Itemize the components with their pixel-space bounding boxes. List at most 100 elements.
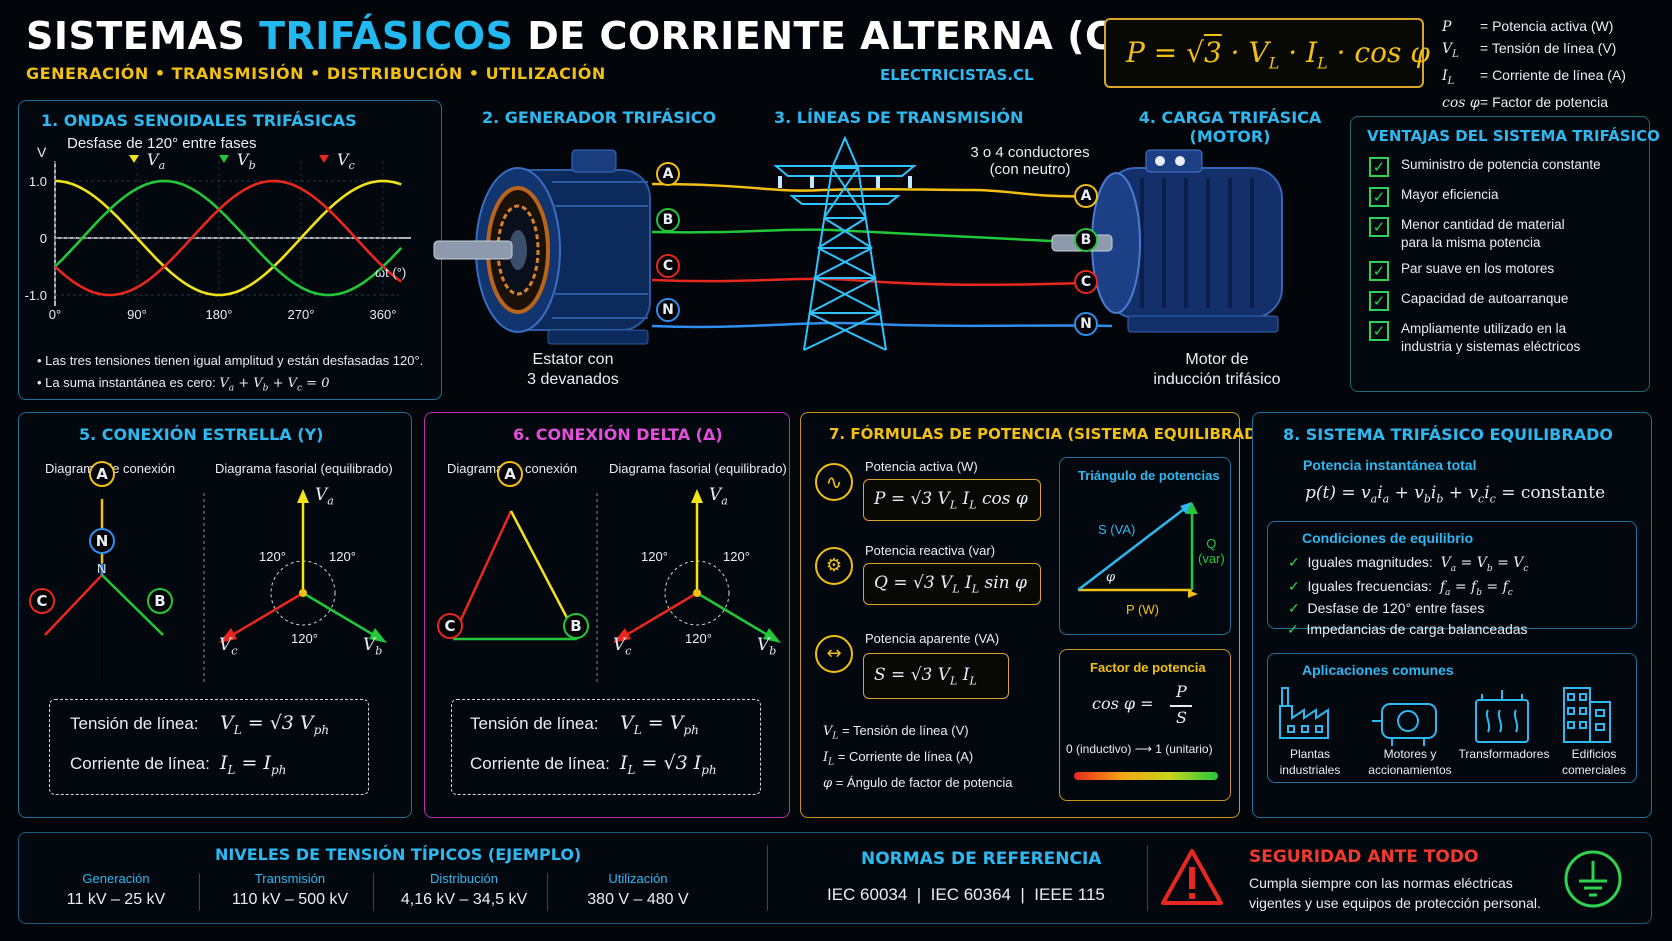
page-title: SISTEMAS TRIFÁSICOS DE CORRIENTE ALTERNA…	[26, 14, 1162, 58]
load-title: 4. CARGA TRIFÁSICA (MOTOR)	[1138, 108, 1322, 146]
power-def-1: VL = Tensión de línea (V)	[823, 723, 969, 742]
pf-formula-lhs: cos φ =	[1092, 694, 1154, 713]
legend-row: P= Potencia activa (W)	[1442, 18, 1614, 35]
conductors-note: 3 o 4 conductores (con neutro)	[970, 144, 1090, 178]
pf-fraction-bar	[1170, 705, 1192, 707]
conductor-c	[651, 277, 1113, 287]
legend-row: IL= Corriente de línea (A)	[1442, 66, 1626, 87]
delta-vc: Vc	[613, 635, 632, 658]
star-title: 5. CONEXIÓN ESTRELLA (Y)	[79, 425, 324, 444]
transmission-tower	[773, 135, 917, 351]
apparent-label: Potencia aparente (VA)	[865, 631, 1000, 646]
balanced-title: 8. SISTEMA TRIFÁSICO EQUILIBRADO	[1283, 425, 1613, 444]
condition-item: ✓ Desfase de 120° entre fases	[1288, 600, 1485, 616]
inst-formula: p(t) = vaia + vbib + vcic = constante	[1305, 483, 1606, 506]
star-il-formula: IL = Iph	[220, 752, 287, 777]
phase-marker-c: C	[656, 254, 680, 278]
triangle-title: Triángulo de potencias	[1078, 468, 1220, 483]
star-diagram	[44, 477, 387, 685]
power-def-3: φ = Ángulo de factor de potencia	[823, 775, 1013, 791]
divider	[199, 873, 200, 911]
conditions-box: Condiciones de equilibrio ✓ Iguales magn…	[1267, 521, 1637, 629]
tri-p-label: P (W)	[1126, 602, 1159, 617]
level-name: Distribución	[430, 871, 498, 886]
conductor-a	[651, 182, 1112, 198]
main-formula: P = √3 · VL · IL · cos φ	[1126, 36, 1430, 73]
y-tick-label: 1.0	[29, 174, 47, 189]
star-neutral-label: N	[97, 561, 107, 576]
phase-marker-n: N	[656, 298, 680, 322]
star-vb: Vb	[363, 635, 383, 658]
condition-item: ✓ Iguales magnitudes: Va = Vb = Vc	[1288, 554, 1529, 574]
advantage-text: Mayor eficiencia	[1401, 187, 1499, 202]
reactive-power-icon: ⚙	[815, 547, 853, 585]
advantages-title: VENTAJAS DEL SISTEMA TRIFÁSICO	[1367, 127, 1660, 145]
x-tick-label: 90°	[127, 307, 147, 322]
delta-phasor-label: Diagrama fasorial (equilibrado)	[609, 461, 787, 476]
power-triangle	[1077, 502, 1198, 598]
legend-marker-vc	[319, 155, 329, 163]
advantages-panel: VENTAJAS DEL SISTEMA TRIFÁSICO ✓ Suminist…	[1350, 116, 1660, 392]
condition-item: ✓ Iguales frecuencias: fa = fb = fc	[1288, 578, 1513, 598]
waves-note-1: • Las tres tensiones tienen igual amplit…	[37, 353, 424, 368]
delta-angle-1: 120°	[641, 549, 668, 564]
legend-label-va: Va	[147, 150, 165, 172]
power-title: 7. FÓRMULAS DE POTENCIA (SISTEMA EQUILIB…	[829, 425, 1277, 443]
legend-label-vc: Vc	[337, 150, 355, 172]
app-label-transformers: Transformadores	[1458, 747, 1550, 761]
generator-title: 2. GENERADOR TRIFÁSICO	[482, 108, 717, 127]
check-icon: ✓	[1369, 217, 1389, 237]
pf-den: S	[1176, 708, 1187, 727]
star-angle-2: 120°	[329, 549, 356, 564]
check-icon: ✓	[1369, 291, 1389, 311]
transformer-icon	[1475, 690, 1529, 743]
ground-icon	[1564, 850, 1622, 908]
safety-title: SEGURIDAD ANTE TODO	[1249, 847, 1479, 867]
level-name: Utilización	[608, 871, 668, 886]
advantage-text: Ampliamente utilizado en la	[1401, 321, 1567, 336]
pf-box: Factor de potencia cos φ = P S 0 (induct…	[1059, 649, 1231, 801]
building-icon	[1563, 687, 1611, 743]
pf-num: P	[1176, 682, 1187, 701]
delta-angle-3: 120°	[685, 631, 712, 646]
page-subtitle: GENERACIÓN • TRANSMISIÓN • DISTRIBUCIÓN …	[26, 64, 606, 83]
waves-subtitle: Desfase de 120° entre fases	[67, 135, 257, 152]
balanced-panel: 8. SISTEMA TRIFÁSICO EQUILIBRADO Potenci…	[1252, 412, 1652, 818]
pf-gradient-bar	[1074, 772, 1218, 780]
load-marker-c: C	[1074, 270, 1098, 294]
footer-panel: NIVELES DE TENSIÓN TÍPICOS (EJEMPLO) Gen…	[18, 832, 1652, 924]
waves-panel: 1. ONDAS SENOIDALES TRIFÁSICAS Desfase d…	[18, 100, 442, 400]
active-label: Potencia activa (W)	[865, 459, 978, 474]
level-name: Transmisión	[254, 871, 326, 886]
conditions-title: Condiciones de equilibrio	[1302, 530, 1474, 546]
triangle-box: Triángulo de potencias S (VA) Q (var) P …	[1059, 457, 1231, 635]
transmission-diagram	[433, 135, 1283, 351]
load-marker-a: A	[1074, 184, 1098, 208]
tri-phi: φ	[1106, 570, 1116, 585]
advantage-text: Suministro de potencia constante	[1401, 157, 1601, 172]
tri-q-label: Q (var)	[1198, 536, 1225, 566]
divider	[767, 845, 768, 911]
tower-insulators	[778, 176, 912, 188]
waves-note-2: • La suma instantánea es cero: Va + Vb +…	[37, 375, 330, 394]
phase-marker-b: B	[656, 208, 680, 232]
apps-icons	[1279, 687, 1611, 746]
star-vl-label: Tensión de línea:	[70, 714, 199, 733]
x-axis-label: ωt (°)	[375, 265, 406, 280]
star-node-a: A	[89, 461, 115, 487]
load-marker-b: B	[1074, 228, 1098, 252]
legend-label-vb: Vb	[237, 150, 256, 172]
delta-title: 6. CONEXIÓN DELTA (Δ)	[513, 425, 723, 444]
motor-caption: Motor de inducción trifásico	[1153, 351, 1281, 388]
delta-diagram	[451, 489, 781, 685]
levels-title: NIVELES DE TENSIÓN TÍPICOS (EJEMPLO)	[215, 845, 582, 864]
generator-illustration	[433, 149, 651, 345]
norms-title: NORMAS DE REFERENCIA	[861, 849, 1102, 869]
active-power-icon: ∿	[815, 463, 853, 501]
divider	[1147, 845, 1148, 911]
generator-caption: Estator con 3 devanados	[527, 351, 619, 388]
series-vb	[54, 179, 403, 297]
